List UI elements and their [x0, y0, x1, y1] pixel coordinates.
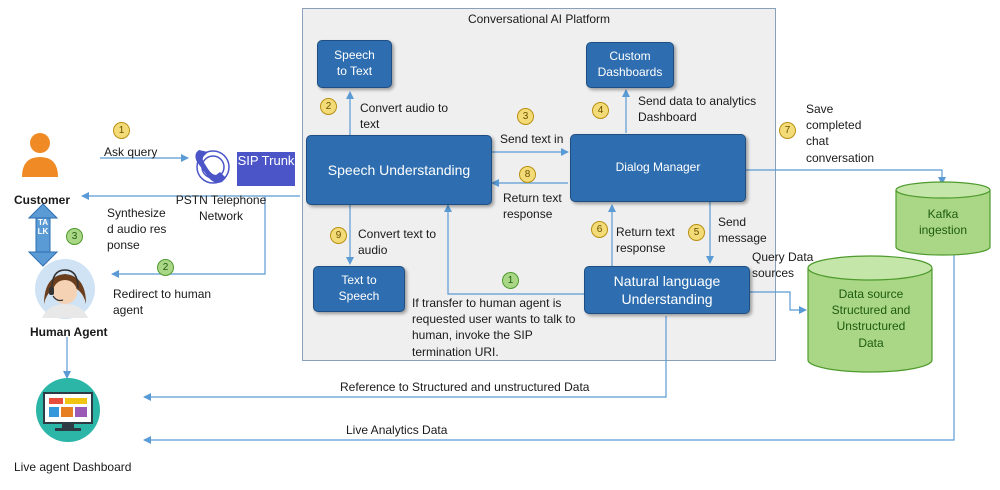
- label-query-data: Query Data sources: [752, 250, 814, 281]
- badge-green-1-transfer: 1: [502, 272, 519, 289]
- badge-6-return: 6: [591, 221, 608, 238]
- talk-double-arrow: [27, 203, 59, 267]
- pstn-label: PSTN Telephone Network: [175, 193, 267, 223]
- arrow-live-analytics: [143, 250, 955, 444]
- label-send-data: Send data to analytics Dashboard: [638, 94, 757, 125]
- data-source-label: Data source Structured and Unstructured …: [831, 287, 911, 350]
- label-reference: Reference to Structured and unstructured…: [340, 380, 590, 394]
- label-live-analytics: Live Analytics Data: [346, 423, 448, 437]
- kafka-cylinder: [895, 181, 991, 256]
- speech-to-text-box: Speech to Text: [317, 40, 392, 88]
- arrow-query-data: [750, 291, 807, 314]
- sip-trunk-label: SIP Trunk: [237, 153, 295, 168]
- label-convert-audio: Convert audio to text: [360, 101, 449, 132]
- platform-title: Conversational AI Platform: [467, 12, 611, 26]
- live-agent-dashboard-label: Live agent Dashboard: [14, 460, 132, 474]
- badge-7-save: 7: [779, 122, 796, 139]
- badge-1-ask: 1: [113, 122, 130, 139]
- kafka-label: Kafka ingestion: [918, 207, 968, 238]
- label-synthesized: Synthesized audio response: [107, 206, 167, 253]
- badge-2-convert: 2: [320, 98, 337, 115]
- label-return-text-6: Return text response: [616, 225, 675, 256]
- label-ask-query: Ask query: [104, 145, 158, 159]
- label-convert-text: Convert text to audio: [358, 227, 437, 258]
- human-agent-label: Human Agent: [30, 325, 108, 339]
- label-redirect: Redirect to human agent: [113, 287, 212, 318]
- badge-4-send-data: 4: [592, 102, 609, 119]
- text-to-speech-box: Text to Speech: [313, 266, 405, 312]
- custom-dashboards-box: Custom Dashboards: [586, 42, 674, 88]
- customer-label: Customer: [14, 193, 71, 207]
- label-send-text-in: Send text in: [500, 132, 564, 146]
- speech-understanding-box: Speech Understanding: [306, 135, 492, 205]
- badge-9-convert: 9: [330, 227, 347, 244]
- label-transfer: If transfer to human agent is requested …: [412, 296, 576, 359]
- nlu-box: Natural language Understanding: [584, 266, 750, 314]
- label-return-text-8: Return text response: [503, 191, 562, 222]
- badge-green-2-redirect: 2: [157, 259, 174, 276]
- arrow-transfer: [444, 204, 585, 295]
- talk-label: TALK: [36, 218, 50, 236]
- sip-trunk: SIP Trunk: [237, 152, 295, 186]
- label-save-chat: Save completed chat conversation: [806, 102, 875, 165]
- badge-3-send: 3: [517, 108, 534, 125]
- arrow-reference: [143, 316, 667, 401]
- label-send-message: Send message: [718, 215, 767, 246]
- data-source-cylinder: [807, 255, 933, 373]
- badge-5-send-message: 5: [688, 224, 705, 241]
- badge-8-return: 8: [519, 166, 536, 183]
- arrow-save-chat: [745, 169, 946, 185]
- dialog-manager-box: Dialog Manager: [570, 134, 746, 202]
- badge-green-3-talk: 3: [66, 228, 83, 245]
- talk-text: TALK: [37, 218, 49, 236]
